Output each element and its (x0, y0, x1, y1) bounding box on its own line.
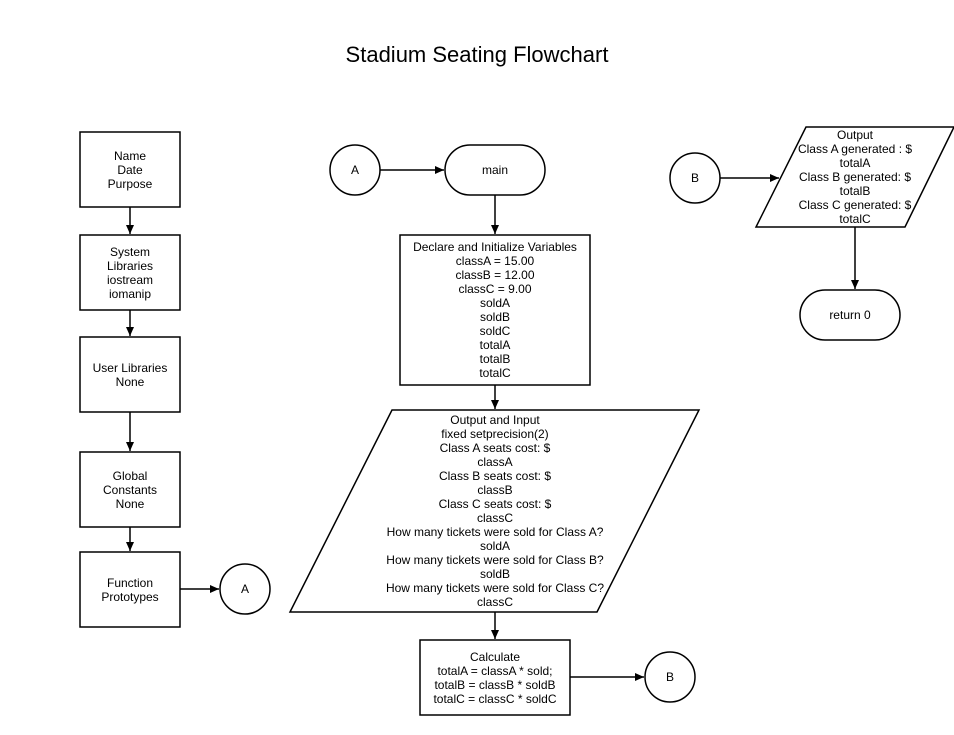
io-block-shape (288, 409, 701, 613)
io-line: Output and Input (450, 413, 540, 427)
system-libraries-block: System Libraries iostream iomanip (80, 235, 180, 310)
io-line: classB (477, 483, 513, 497)
declare-line: classB = 12.00 (455, 268, 535, 282)
connector-label: A (350, 163, 359, 177)
user-libraries-line: User Libraries (92, 360, 168, 375)
declare-line: totalC (479, 366, 511, 380)
connector-label: A (240, 582, 249, 596)
header-block-shape (79, 131, 181, 208)
global-constants-line: Constants (102, 482, 158, 497)
declare-line: classC = 9.00 (458, 282, 532, 296)
main-terminal: main (445, 145, 545, 195)
system-libraries-line: System (109, 244, 150, 259)
calculate-line: totalA = classA * sold; (437, 663, 553, 678)
output-block-shape (754, 126, 954, 228)
global-constants-line: None (115, 496, 145, 511)
function-prototypes-block: Function Prototypes (80, 552, 180, 627)
user-libraries-block: User Libraries None (80, 337, 180, 412)
function-prototypes-shape (79, 551, 181, 628)
declare-line: Declare and Initialize Variables (413, 240, 577, 254)
calculate-line: totalC = classC * soldC (433, 691, 557, 706)
calculate-block: Calculate totalA = classA * sold; totalB… (420, 640, 570, 715)
system-libraries-line: Libraries (106, 258, 154, 273)
io-line: How many tickets were sold for Class C? (385, 581, 605, 595)
header-block-line: Name (113, 148, 146, 163)
return-terminal: return 0 (800, 290, 900, 340)
declare-line: classA = 15.00 (455, 254, 535, 268)
connector-a-left: A (220, 564, 270, 614)
page-title: Stadium Seating Flowchart (345, 42, 609, 67)
header-block-line: Purpose (107, 176, 153, 191)
header-block: Name Date Purpose (80, 132, 180, 207)
declare-line: soldA (479, 296, 511, 310)
io-line: How many tickets were sold for Class A? (386, 525, 604, 539)
output-line: totalB (839, 184, 871, 198)
io-line: classC (476, 595, 513, 609)
system-libraries-line: iomanip (108, 286, 152, 301)
declare-line: soldB (479, 310, 511, 324)
connector-b-top: B (670, 153, 720, 203)
io-line: classA (477, 455, 513, 469)
declare-line: totalB (479, 352, 511, 366)
global-constants-line: Global (112, 468, 148, 483)
io-block: Output and Input fixed setprecision(2) C… (345, 410, 645, 612)
output-line: Class A generated : $ (797, 142, 913, 156)
function-prototypes-line: Prototypes (101, 589, 159, 604)
connector-a-top: A (330, 145, 380, 195)
system-libraries-line: iostream (106, 272, 153, 287)
connector-a-left-shape (219, 563, 271, 615)
io-line: fixed setprecision(2) (441, 427, 549, 441)
io-line: soldA (479, 539, 511, 553)
user-libraries-shape (79, 336, 181, 413)
io-line: Class A seats cost: $ (439, 441, 551, 455)
connector-b-bottom: B (645, 652, 695, 702)
io-line: How many tickets were sold for Class B? (386, 553, 604, 567)
output-line: Class C generated: $ (798, 198, 912, 212)
declare-line: totalA (479, 338, 511, 352)
main-terminal-label: main (481, 163, 508, 177)
output-line: Output (836, 128, 874, 142)
io-line: Class B seats cost: $ (438, 469, 552, 483)
io-line: Class C seats cost: $ (438, 497, 552, 511)
connector-label: B (665, 670, 674, 684)
return-terminal-shape (799, 289, 901, 341)
connector-b-bottom-shape (644, 651, 696, 703)
declare-block: Declare and Initialize Variables classA … (400, 235, 590, 385)
return-terminal-label: return 0 (829, 308, 871, 322)
output-line: Class B generated: $ (798, 170, 912, 184)
declare-line: soldC (479, 324, 511, 338)
calculate-block-shape (419, 639, 571, 716)
io-line: classC (476, 511, 513, 525)
output-line: totalC (839, 212, 871, 226)
global-constants-block: Global Constants None (80, 452, 180, 527)
calculate-line: Calculate (469, 649, 521, 664)
user-libraries-line: None (115, 374, 145, 389)
connector-label: B (690, 171, 699, 185)
output-line: totalA (839, 156, 871, 170)
calculate-line: totalB = classB * soldB (434, 677, 556, 692)
output-block: Output Class A generated : $ totalA Clas… (780, 128, 930, 226)
io-line: soldB (479, 567, 511, 581)
header-block-line: Date (117, 162, 143, 177)
function-prototypes-line: Function (106, 575, 154, 590)
system-libraries-shape (79, 234, 181, 311)
